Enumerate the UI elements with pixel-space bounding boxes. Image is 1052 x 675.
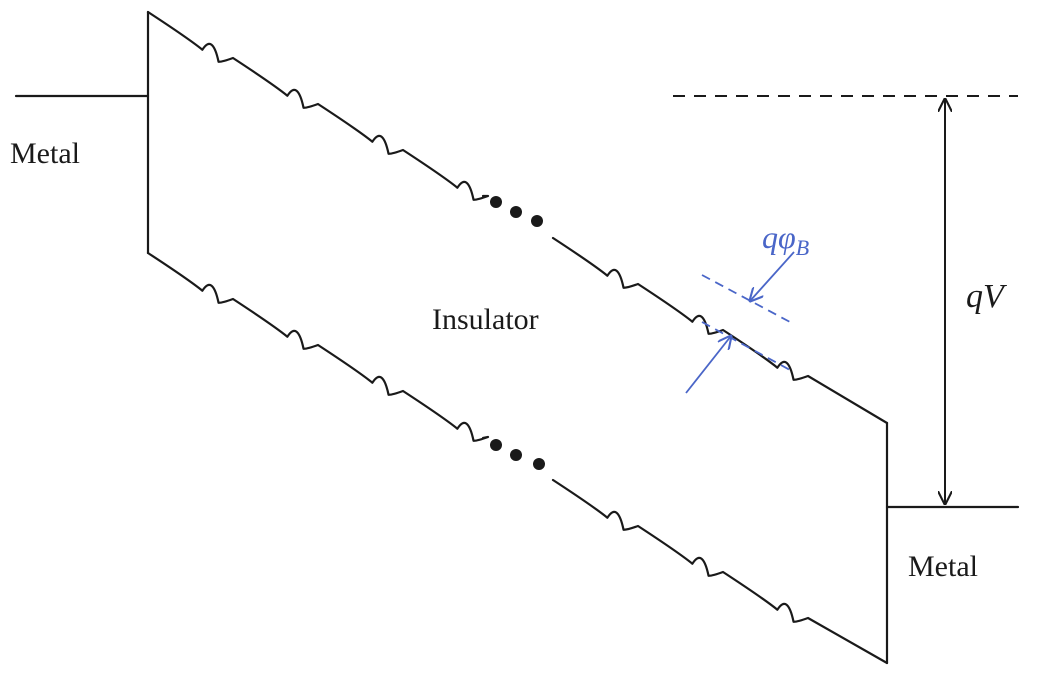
left-metal-label: Metal [10,137,80,170]
voltage-label: qV [966,278,1008,315]
right-metal-label: Metal [908,550,978,583]
conduction-band-left-segment [146,10,490,201]
barrier-arrow-lower [685,336,731,394]
valence-band-right-segment [551,478,889,665]
insulator-label: Insulator [432,303,539,336]
barrier-height-label: qφB [762,219,809,260]
barrier-arrow-upper [750,251,795,301]
lower-ellipsis-dots [490,439,545,470]
barrier-label-subscript: B [796,235,809,260]
conduction-band-right-segment [551,236,889,425]
conduction-band [146,10,889,425]
valence-band [146,251,889,665]
barrier-upper-dashed-line [701,274,791,323]
barrier-annotation [685,251,795,394]
upper-ellipsis-dots [490,196,543,227]
barrier-label-main: qφ [762,219,796,255]
valence-band-left-segment [146,251,490,442]
barrier-lower-dashed-line [701,321,791,371]
